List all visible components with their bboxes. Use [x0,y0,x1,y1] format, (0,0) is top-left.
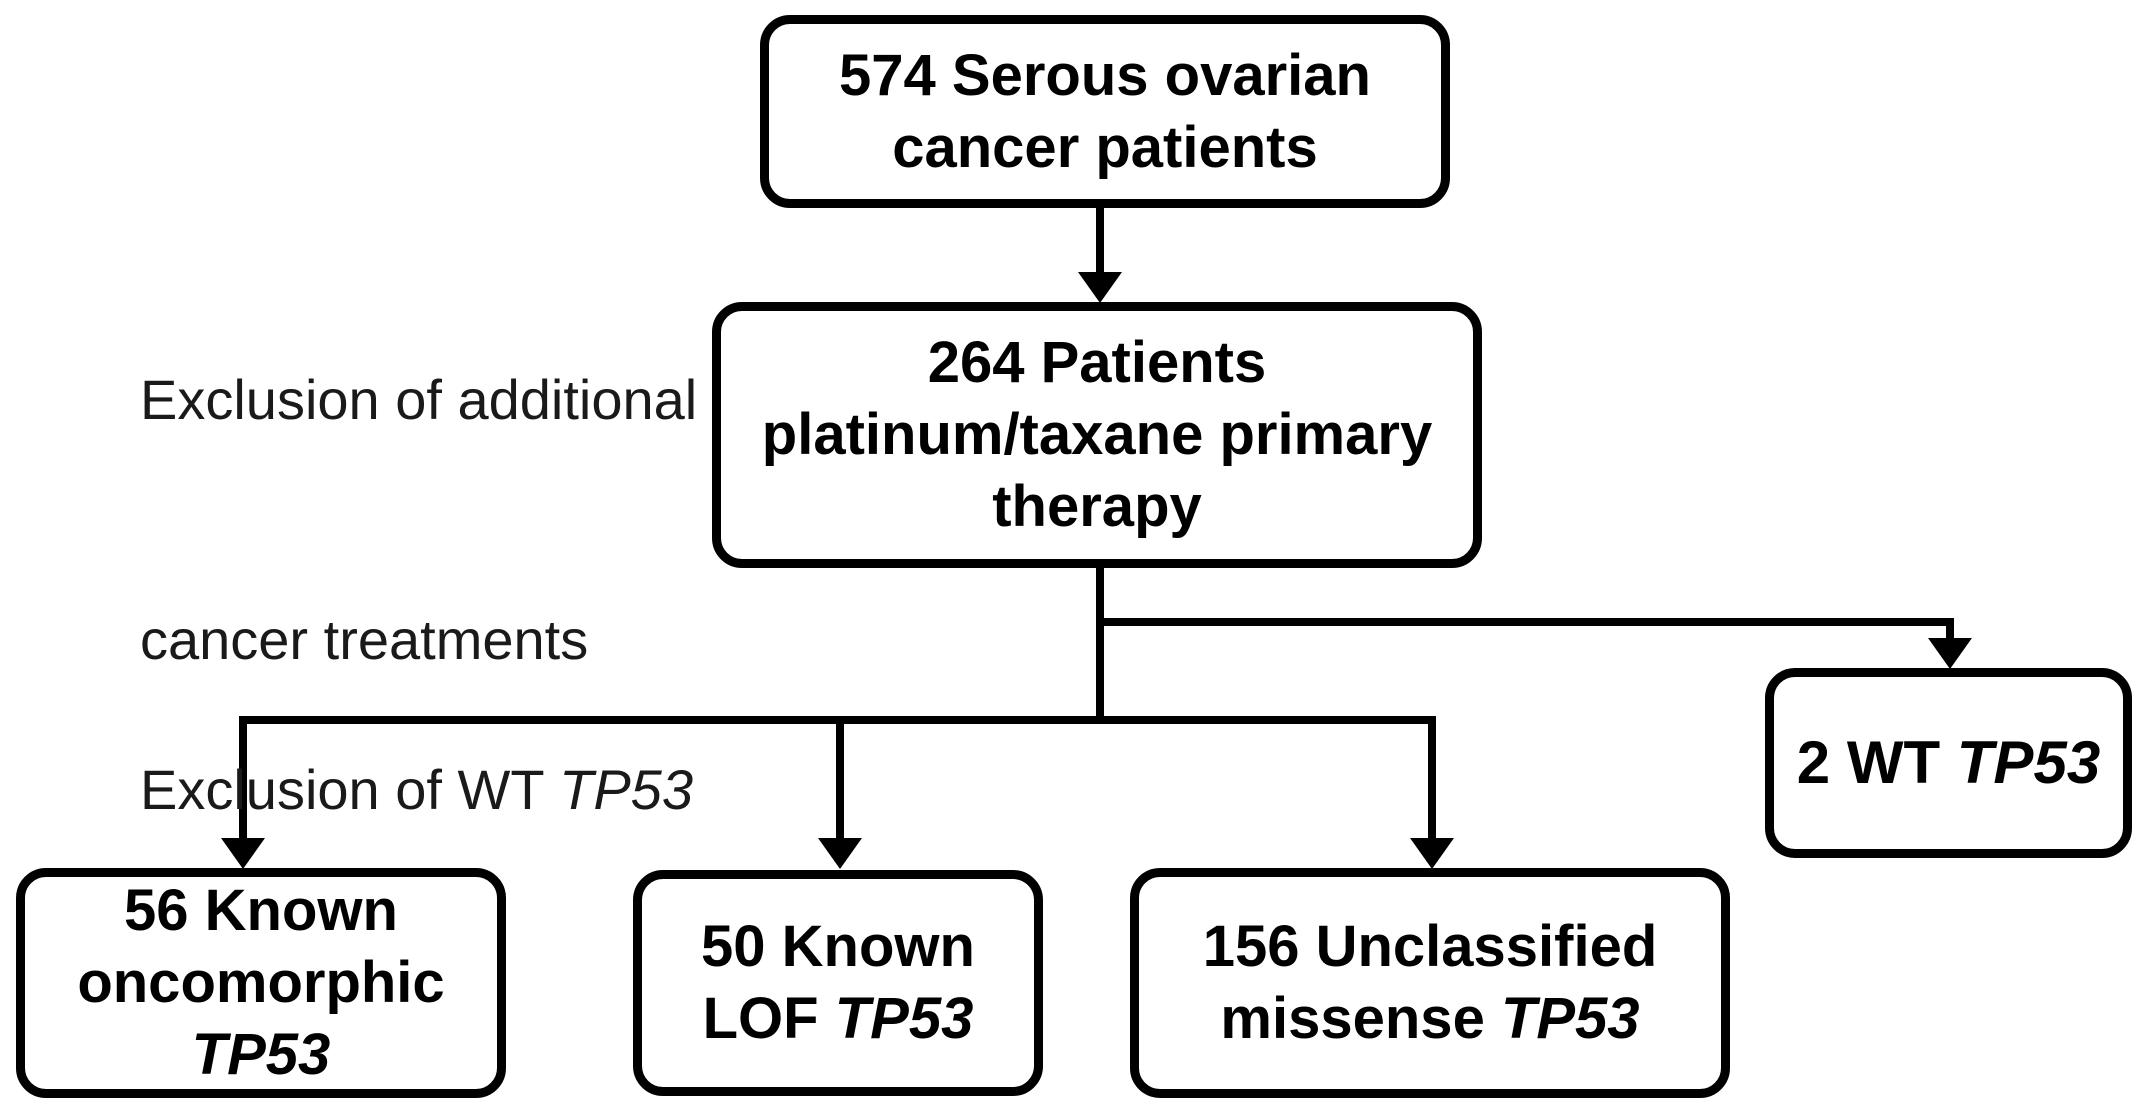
arrow-to-wt-line [1100,618,1954,640]
node-text-line: LOF TP53 [703,983,974,1055]
node-platinum-taxane-patients: 264 Patients platinum/taxane primary the… [712,302,1482,568]
node-known-lof-tp53: 50 Known LOF TP53 [633,870,1043,1096]
node-text-line: oncomorphic [77,950,445,1015]
arrow-to-oncomorphic-head [221,838,265,869]
node-text-line: 264 Patients [927,330,1267,395]
annotation-exclusion-treatments: Exclusion of additional cancer treatment… [140,200,697,840]
node-wt-tp53: 2 WT TP53 [1765,668,2132,858]
node-text-line: 574 Serous ovarian [839,42,1371,108]
node-text-line: therapy [992,474,1202,539]
annotation-line: Exclusion of WT TP53 [140,750,693,830]
node-text-prefix: missense [1220,986,1501,1051]
node-text-line: platinum/taxane primary [761,402,1433,467]
node-known-oncomorphic-tp53: 56 Known oncomorphic TP53 [16,868,506,1098]
arrow-to-missense-head [1410,838,1454,869]
arrow-serous-to-platinum-head [1078,272,1122,303]
annotation-prefix: Exclusion of WT [140,758,560,821]
node-text-line: 2 WT TP53 [1797,727,2100,799]
node-text-prefix: 2 WT [1796,729,1957,796]
node-text-line: 50 Known [701,914,975,979]
annotation-exclusion-wt: Exclusion of WT TP53 [140,590,693,990]
annotation-line: cancer treatments [140,608,589,671]
gene-name-tp53: TP53 [559,758,693,821]
gene-name-tp53: TP53 [834,986,974,1051]
node-text-line: cancer patients [892,114,1318,180]
arrow-to-lof-head [818,838,862,869]
gene-name-tp53: TP53 [1956,729,2101,796]
gene-name-tp53: TP53 [1500,986,1640,1051]
node-text-line: missense TP53 [1220,983,1639,1055]
gene-name-tp53: TP53 [191,1022,331,1087]
node-text-line: 56 Known [124,878,398,943]
annotation-line: Exclusion of additional [140,368,698,431]
node-serous-ovarian-patients: 574 Serous ovarian cancer patients [760,15,1450,208]
node-unclassified-missense-tp53: 156 Unclassified missense TP53 [1130,868,1730,1098]
node-text-prefix: LOF [702,986,835,1051]
node-text-line: 156 Unclassified [1202,914,1658,979]
arrow-to-wt-head [1928,638,1972,669]
